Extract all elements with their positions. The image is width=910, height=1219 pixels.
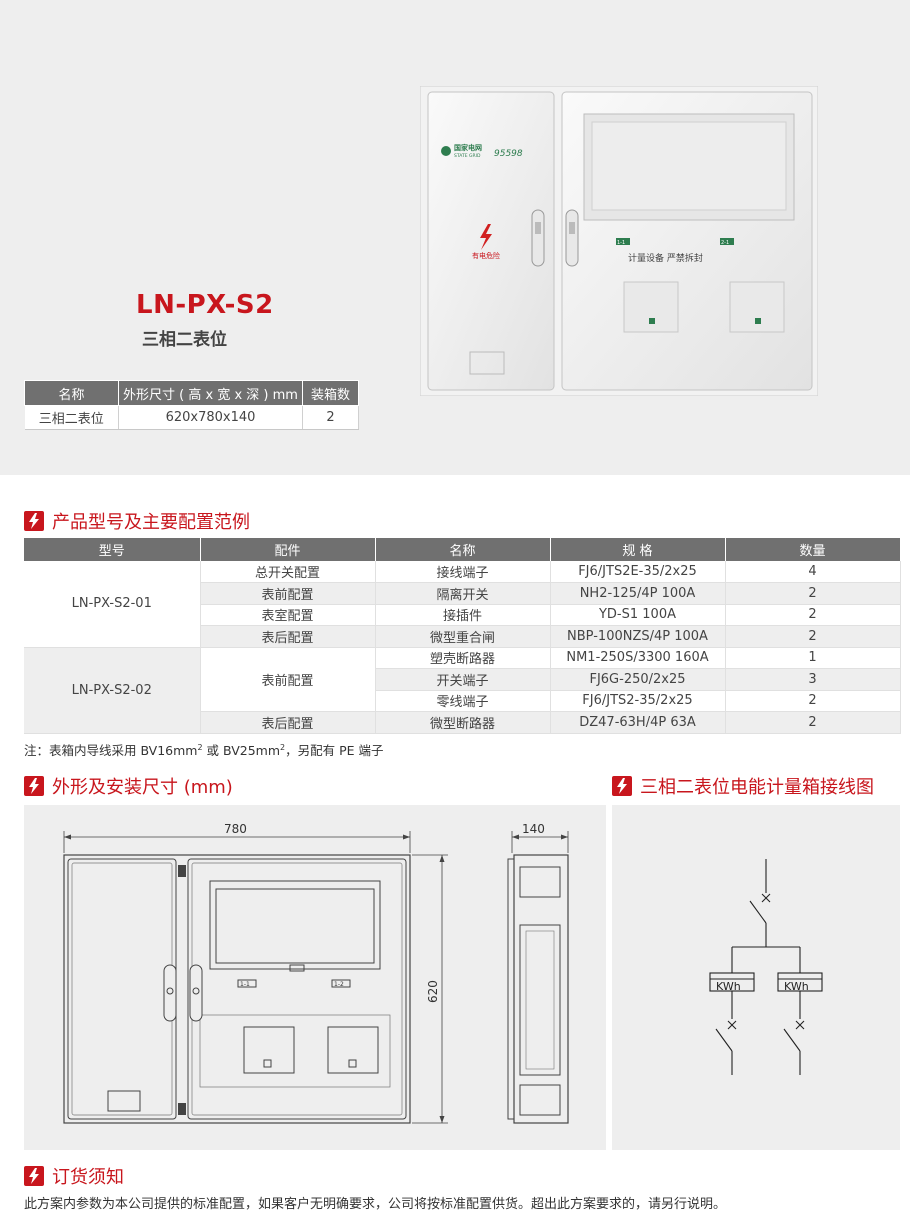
wiring-note: 注：表箱内导线采用 BV16mm2 或 BV25mm2，另配有 PE 端子	[24, 742, 384, 758]
cfg-qty-cell: 2	[725, 711, 901, 734]
wiring-diagram: KWh KWh	[612, 805, 900, 1150]
svg-text:有电危险: 有电危险	[472, 251, 500, 260]
svg-text:2-1: 2-1	[721, 240, 729, 246]
cfg-header-qty: 数量	[725, 538, 901, 561]
cfg-name-cell: 接线端子	[375, 561, 551, 583]
cfg-model-cell: LN-PX-S2-02	[24, 647, 201, 734]
cfg-header-name: 名称	[375, 538, 551, 561]
cabinet-photo: 国家电网 STATE GRID 95598 有电危险 1-1 2-1 计量设备 …	[420, 86, 818, 396]
dim-height-label: 620	[426, 980, 440, 1003]
table-row: LN-PX-S2-01 总开关配置 接线端子 FJ6/JTS2E-35/2x25…	[24, 561, 901, 648]
svg-text:1-2: 1-2	[334, 981, 344, 988]
lightning-icon	[480, 224, 492, 250]
table-row: 表后配置 微型重合闸 NBP-100NZS/4P 100A 2	[24, 625, 901, 648]
svg-text:1-1: 1-1	[240, 981, 250, 988]
order-note: 此方案内参数为本公司提供的标准配置，如果客户无明确要求，公司将按标准配置供货。超…	[24, 1197, 727, 1212]
cfg-header-part: 配件	[200, 538, 376, 561]
svg-text:国家电网: 国家电网	[454, 143, 482, 152]
cfg-qty-cell: 4	[725, 561, 901, 583]
cfg-part-cell: 总开关配置	[200, 561, 376, 583]
lightning-flag-icon	[24, 1166, 44, 1186]
lightning-flag-icon	[24, 776, 44, 796]
model-name: 三相二表位	[142, 330, 227, 350]
lightning-flag-icon	[24, 511, 44, 531]
cfg-part-cell: 表后配置	[200, 711, 376, 734]
cfg-model-cell: LN-PX-S2-01	[24, 561, 201, 648]
section-title: 产品型号及主要配置范例	[52, 512, 250, 533]
section-header-wiring: 三相二表位电能计量箱接线图	[612, 773, 874, 799]
cfg-name-cell: 微型断路器	[375, 711, 551, 734]
section-title: 外形及安装尺寸 (mm)	[52, 777, 233, 798]
spec-table: 名称 外形尺寸 ( 高 x 宽 x 深 ) mm 装箱数 三相二表位 620x7…	[24, 380, 359, 430]
section-header-order: 订货须知	[24, 1163, 124, 1189]
cfg-spec-cell: NH2-125/4P 100A	[550, 582, 726, 605]
table-row: 表前配置 隔离开关 NH2-125/4P 100A 2	[24, 582, 901, 605]
section-header-dims: 外形及安装尺寸 (mm)	[24, 773, 233, 799]
cfg-qty-cell: 2	[725, 582, 901, 605]
spec-header-name: 名称	[24, 380, 119, 406]
cfg-qty-cell: 2	[725, 604, 901, 626]
cfg-spec-cell: FJ6/JTS2E-35/2x25	[550, 561, 726, 583]
cfg-name-cell: 接插件	[375, 604, 551, 626]
cfg-name-cell: 微型重合闸	[375, 625, 551, 648]
section-title: 订货须知	[52, 1167, 124, 1188]
spec-header-qty: 装箱数	[302, 380, 359, 406]
config-table: 型号 配件 名称 规 格 数量 LN-PX-S2-01 总开关配置 接线端子 F…	[24, 538, 901, 734]
cfg-name-cell: 隔离开关	[375, 582, 551, 605]
cfg-spec-cell: FJ6G-250/2x25	[550, 668, 726, 691]
section-header-config: 产品型号及主要配置范例	[24, 508, 250, 534]
svg-text:95598: 95598	[494, 149, 523, 159]
cfg-part-cell: 表前配置	[200, 647, 376, 712]
cfg-spec-cell: YD-S1 100A	[550, 604, 726, 626]
cfg-part-cell: 表室配置	[200, 604, 376, 626]
section-title: 三相二表位电能计量箱接线图	[640, 777, 874, 798]
dim-depth-label: 140	[522, 822, 545, 836]
spec-cell-size: 620x780x140	[118, 405, 303, 430]
cfg-spec-cell: NBP-100NZS/4P 100A	[550, 625, 726, 648]
model-code: LN-PX-S2	[136, 290, 274, 320]
spec-header-size: 外形尺寸 ( 高 x 宽 x 深 ) mm	[118, 380, 303, 406]
state-grid-logo: 国家电网 STATE GRID 95598	[441, 143, 523, 159]
svg-text:STATE GRID: STATE GRID	[454, 153, 481, 159]
cfg-header-model: 型号	[24, 538, 201, 561]
cfg-qty-cell: 1	[725, 647, 901, 669]
svg-text:计量设备 严禁拆封: 计量设备 严禁拆封	[628, 252, 703, 264]
cfg-spec-cell: FJ6/JTS2-35/2x25	[550, 690, 726, 712]
table-row: 零线端子 FJ6/JTS2-35/2x25 2	[24, 690, 901, 712]
table-row: 表室配置 接插件 YD-S1 100A 2	[24, 604, 901, 626]
table-row: 三相二表位 620x780x140 2	[24, 405, 359, 430]
dimension-drawing: 780 620 1-1 1-2 140	[24, 805, 606, 1150]
cfg-qty-cell: 3	[725, 668, 901, 691]
cfg-header-spec: 规 格	[550, 538, 726, 561]
svg-text:1-1: 1-1	[617, 240, 625, 246]
lightning-flag-icon	[612, 776, 632, 796]
spec-cell-name: 三相二表位	[24, 405, 119, 430]
cfg-qty-cell: 2	[725, 625, 901, 648]
cfg-part-cell: 表前配置	[200, 582, 376, 605]
cfg-name-cell: 塑壳断路器	[375, 647, 551, 669]
cfg-spec-cell: NM1-250S/3300 160A	[550, 647, 726, 669]
table-row: 开关端子 FJ6G-250/2x25 3	[24, 668, 901, 691]
meter-1-label: KWh	[716, 980, 741, 993]
dim-width-label: 780	[224, 822, 247, 836]
table-row: LN-PX-S2-02 表前配置 塑壳断路器 NM1-250S/3300 160…	[24, 647, 901, 734]
cfg-qty-cell: 2	[725, 690, 901, 712]
meter-2-label: KWh	[784, 980, 809, 993]
table-row: 表后配置 微型断路器 DZ47-63H/4P 63A 2	[24, 711, 901, 734]
cfg-name-cell: 零线端子	[375, 690, 551, 712]
cfg-part-cell: 表后配置	[200, 625, 376, 648]
cfg-name-cell: 开关端子	[375, 668, 551, 691]
cfg-spec-cell: DZ47-63H/4P 63A	[550, 711, 726, 734]
spec-cell-qty: 2	[302, 405, 359, 430]
